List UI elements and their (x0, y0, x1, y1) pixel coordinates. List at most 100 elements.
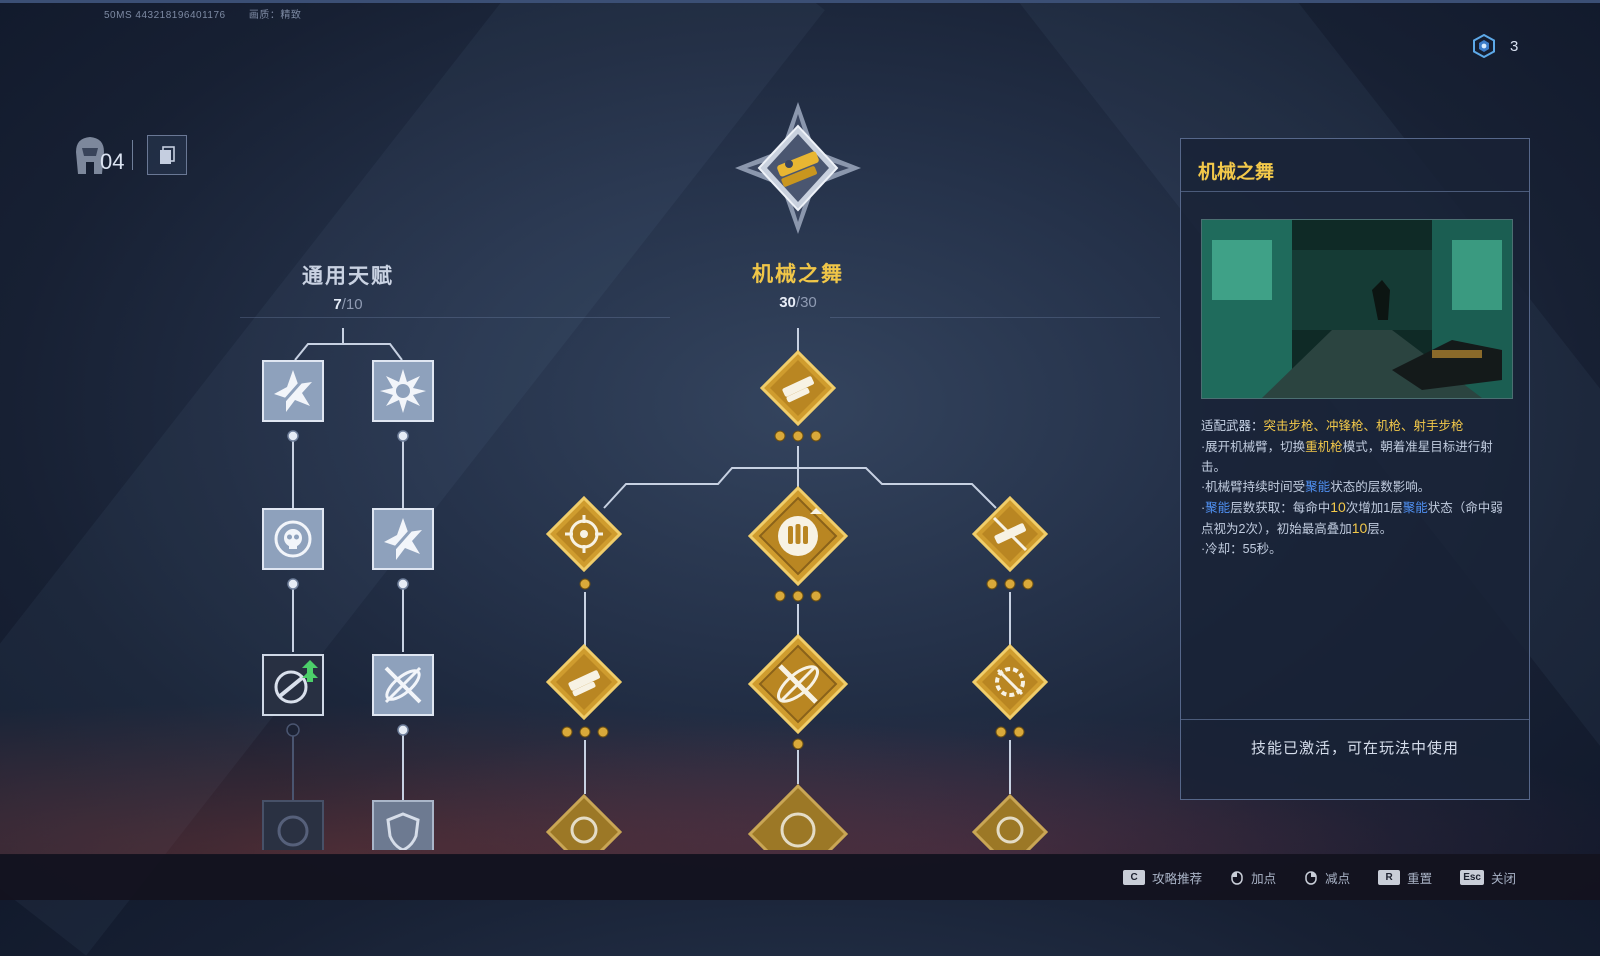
general-talent-current: 7 (333, 296, 342, 313)
hint-strategy-label: 攻略推荐 (1152, 872, 1203, 886)
desc-line-2: ·机械臂持续时间受聚能状态的层数影响。 (1201, 477, 1513, 497)
mech-dance-node-right-1[interactable] (971, 495, 1049, 573)
mech-dance-current: 30 (779, 294, 796, 311)
desc-2-text-a: ·机械臂持续时间受 (1201, 480, 1306, 494)
mech-gun-icon (545, 643, 623, 721)
shield-heart-icon (372, 800, 434, 850)
preview-scene (1202, 220, 1512, 398)
hex-token-icon (1473, 34, 1495, 58)
mech-gun-icon (759, 349, 837, 427)
detail-footer-rule (1181, 719, 1529, 720)
desc-3-text-b: 次增加1层 (1345, 501, 1403, 515)
mech-dance-node-center-3[interactable] (748, 784, 848, 850)
mouse-left-icon (1231, 870, 1243, 885)
general-talent-node-3[interactable] (262, 508, 324, 570)
ammo-rounds-icon (747, 485, 849, 587)
desc-3-text-d: 层。 (1367, 522, 1393, 536)
session-id: 50MS 443218196401176 (104, 10, 226, 21)
mech-dance-node-center-1[interactable] (747, 485, 849, 587)
spinning-rounds-upgrade-icon (262, 654, 324, 716)
mech-dance-progress: 30/30 (718, 294, 878, 311)
mech-dance-node-center-2[interactable] (747, 633, 849, 735)
general-talent-node-5-upgradable[interactable] (262, 654, 324, 716)
slashed-gear-icon (971, 643, 1049, 721)
burst-gear-icon (372, 360, 434, 422)
mech-dance-root-node[interactable] (759, 349, 837, 427)
crossed-orbit-icon (372, 654, 434, 716)
hint-close[interactable]: Esc 关闭 (1460, 868, 1516, 887)
helmet-icon (76, 137, 104, 174)
crosshair-icon (545, 495, 623, 573)
desc-3-number-1: 10 (1330, 499, 1346, 515)
burst-skull-icon (748, 784, 848, 850)
hint-reset[interactable]: R 重置 (1378, 868, 1432, 887)
hint-add-point[interactable]: 加点 (1230, 868, 1276, 887)
mouse-right-icon (1305, 870, 1317, 885)
general-talent-node-1[interactable] (262, 360, 324, 422)
skill-detail-panel: 机械之舞 适配武器：突击步枪、冲锋枪、机枪、射手步枪 ·展开机械臂，切换重机枪模… (1180, 138, 1530, 800)
mech-dance-node-right-3[interactable] (972, 794, 1048, 850)
hint-remove-point[interactable]: 减点 (1304, 868, 1350, 887)
desc-line-4: ·冷却：55秒。 (1201, 542, 1282, 556)
general-talent-header: 通用天赋 7/10 (268, 260, 428, 313)
general-talent-node-2[interactable] (372, 360, 434, 422)
target-skull-icon (262, 508, 324, 570)
cracked-star-icon (372, 508, 434, 570)
orbit-blade-icon (747, 633, 849, 735)
mech-dance-node-right-2[interactable] (971, 643, 1049, 721)
desc-line-3: ·聚能层数获取：每命中10次增加1层聚能状态（命中弱点视为2次），初始最高叠加1… (1201, 499, 1503, 536)
mech-dance-emblem-icon (735, 102, 861, 234)
quality-setting: 画质：精致 (248, 10, 302, 21)
mech-dance-node-left-3[interactable] (546, 794, 622, 850)
hint-reset-label: 重置 (1407, 872, 1433, 886)
desc-3-highlight-1: 聚能 (1205, 501, 1231, 515)
currency-value: 3 (1510, 37, 1519, 55)
top-border (0, 0, 1600, 3)
slashed-gun-icon (971, 495, 1049, 573)
general-talent-node-7-locked[interactable] (262, 800, 324, 850)
desc-3-highlight-2: 聚能 (1402, 501, 1428, 515)
header-divider-right (830, 317, 1160, 318)
desc-3-text-a: 层数获取：每命中 (1230, 501, 1331, 515)
mech-dance-title: 机械之舞 (752, 263, 844, 286)
skill-detail-title: 机械之舞 (1198, 162, 1275, 183)
skill-description: ·展开机械臂，切换重机枪模式，朝着准星目标进行射击。 ·机械臂持续时间受聚能状态… (1201, 437, 1513, 559)
copy-icon (160, 146, 176, 164)
skill-preview-image (1201, 219, 1513, 399)
general-talent-max: /10 (341, 296, 363, 313)
desc-3-number-2: 10 (1351, 520, 1368, 536)
mech-dance-node-left-2[interactable] (545, 643, 623, 721)
adapted-weapons-value: 突击步枪、冲锋枪、机枪、射手步枪 (1263, 419, 1464, 433)
general-talent-progress: 7/10 (268, 296, 428, 313)
hint-remove-point-label: 减点 (1325, 872, 1351, 886)
level-divider (132, 140, 134, 170)
runner-icon (546, 794, 622, 850)
copy-build-button[interactable] (147, 135, 188, 175)
session-info: 50MS 443218196401176 画质：精致 (104, 6, 321, 21)
desc-3-text-c: 状态（命中弱点视为2次），初始最高叠加 (1201, 501, 1503, 536)
general-talent-node-6[interactable] (372, 654, 434, 716)
general-talent-node-4[interactable] (372, 508, 434, 570)
mech-dance-max: /30 (795, 294, 817, 311)
desc-1-text-b: 模式，朝着准星目标进行射击。 (1201, 440, 1493, 474)
desc-2-text-b: 状态的层数影响。 (1330, 480, 1431, 494)
general-talent-node-8[interactable] (372, 800, 434, 850)
key-esc: Esc (1460, 870, 1484, 885)
skill-status-text: 技能已激活，可在玩法中使用 (1250, 740, 1459, 757)
key-r: R (1378, 870, 1401, 885)
hint-list: C 攻略推荐 加点 减点 R 重置 Esc 关闭 (1123, 868, 1516, 887)
adapted-weapons-label: 适配武器： (1201, 419, 1264, 433)
hint-close-label: 关闭 (1490, 872, 1516, 886)
key-c: C (1123, 870, 1146, 885)
hint-strategy[interactable]: C 攻略推荐 (1123, 868, 1202, 887)
desc-1-text-a: ·展开机械臂，切换 (1201, 440, 1306, 454)
general-talent-title: 通用天赋 (302, 265, 394, 288)
currency-counter: 3 (1472, 34, 1518, 58)
desc-1-highlight: 重机枪 (1305, 440, 1343, 454)
desc-line-1: ·展开机械臂，切换重机枪模式，朝着准星目标进行射击。 (1201, 437, 1513, 477)
detail-title-rule (1181, 191, 1529, 192)
level-value: 04 (100, 149, 125, 174)
mech-dance-node-left-1[interactable] (545, 495, 623, 573)
desc-2-highlight: 聚能 (1305, 480, 1331, 494)
adapted-weapons: 适配武器：突击步枪、冲锋枪、机枪、射手步枪 (1201, 415, 1521, 434)
